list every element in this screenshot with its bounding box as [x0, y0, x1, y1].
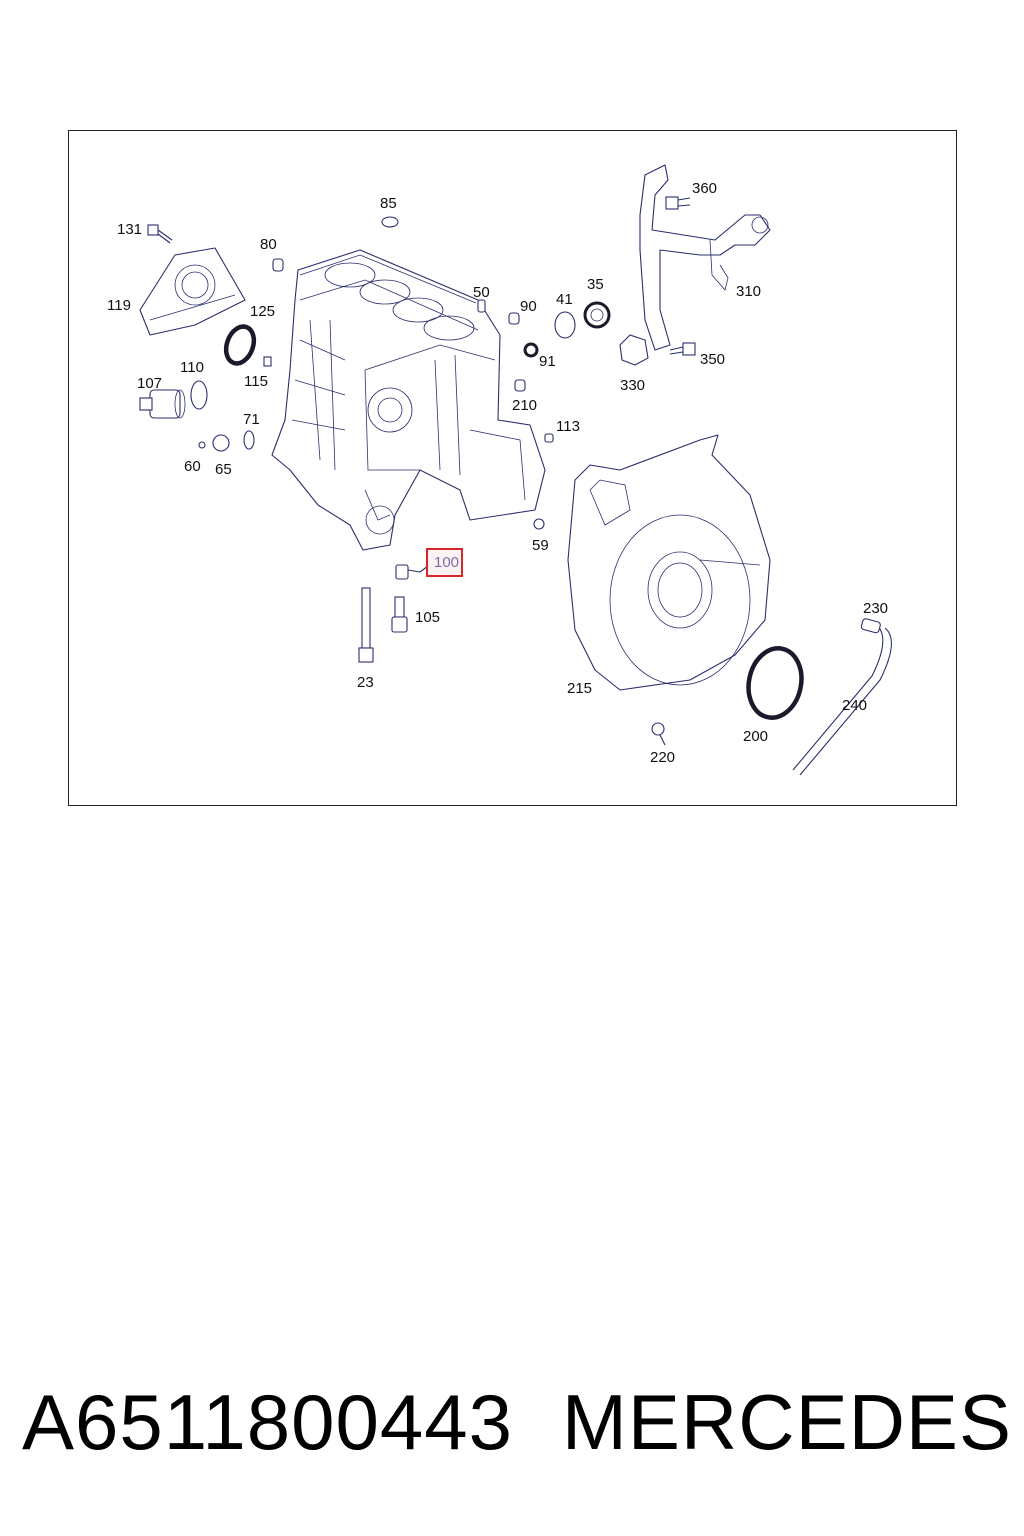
callout-label-85[interactable]: 85: [380, 195, 397, 212]
callout-label-50[interactable]: 50: [473, 284, 490, 301]
callout-label-107[interactable]: 107: [137, 375, 163, 392]
callout-label-41[interactable]: 41: [556, 291, 573, 308]
callout-label-91[interactable]: 91: [539, 353, 556, 370]
brand-name: MERCEDES: [561, 1377, 1012, 1466]
bolt-131-drawing: [147, 224, 173, 244]
plug-59-drawing: [533, 518, 545, 530]
seal-35-drawing: [583, 301, 611, 329]
callout-label-360[interactable]: 360: [692, 180, 718, 197]
callout-label-119[interactable]: 119: [107, 297, 131, 314]
flange-330-drawing: [619, 334, 649, 366]
ring-71-drawing: [243, 430, 255, 450]
callout-label-240[interactable]: 240: [842, 697, 868, 714]
sensor-100-drawing: [395, 564, 429, 580]
callout-label-65[interactable]: 65: [215, 461, 232, 478]
callout-label-330[interactable]: 330: [620, 377, 646, 394]
thermostat-107-drawing: [139, 389, 186, 419]
bolt-360-drawing: [665, 196, 691, 210]
callout-label-230[interactable]: 230: [863, 600, 889, 617]
pin-115-drawing: [263, 356, 272, 367]
seal-200-drawing: [746, 646, 804, 720]
seal-91-drawing: [523, 342, 539, 358]
parts-diagram-frame: [68, 130, 957, 806]
dowel-90-drawing: [508, 312, 520, 325]
plug-60-drawing: [198, 441, 206, 449]
callout-label-210[interactable]: 210: [512, 397, 538, 414]
coolant-pipe-310-drawing: [639, 164, 771, 351]
callout-label-113[interactable]: 113: [556, 418, 580, 435]
engine-block-drawing: [271, 249, 546, 551]
pin-113-drawing: [544, 433, 554, 443]
bolt-220-drawing: [651, 722, 666, 746]
cover-119-drawing: [139, 247, 246, 336]
callout-label-105[interactable]: 105: [415, 609, 441, 626]
plug-65-drawing: [212, 434, 230, 452]
caption-bar: A6511800443 MERCEDES: [22, 1372, 1012, 1472]
callout-label-200[interactable]: 200: [743, 728, 769, 745]
callout-label-23[interactable]: 23: [357, 674, 374, 691]
callout-label-115[interactable]: 115: [244, 373, 268, 390]
callout-label-110[interactable]: 110: [180, 359, 204, 376]
plug-105-drawing: [391, 596, 408, 633]
oring-41-drawing: [554, 311, 576, 339]
callout-label-215[interactable]: 215: [567, 680, 593, 697]
dowel-50-drawing: [477, 299, 486, 313]
callout-label-310[interactable]: 310: [736, 283, 762, 300]
hose-240-drawing: [792, 625, 892, 776]
callout-label-90[interactable]: 90: [520, 298, 537, 315]
exploded-parts-diagram: [139, 164, 892, 776]
bolt-350-drawing: [669, 342, 696, 356]
callout-label-71[interactable]: 71: [243, 411, 260, 428]
callout-label-80[interactable]: 80: [260, 236, 277, 253]
seal-125-drawing: [223, 324, 257, 366]
plug-80-drawing: [272, 258, 284, 272]
fitting-230-drawing: [860, 618, 881, 634]
housing-215-drawing: [567, 434, 771, 691]
plug-85-drawing: [381, 216, 399, 228]
callout-label-350[interactable]: 350: [700, 351, 726, 368]
callout-label-131[interactable]: 131: [117, 221, 143, 238]
part-number: A6511800443: [22, 1377, 514, 1466]
callout-label-100-highlighted[interactable]: 100: [426, 548, 464, 577]
callout-label-125[interactable]: 125: [250, 303, 276, 320]
dowel-210-drawing: [514, 379, 526, 392]
callout-label-60[interactable]: 60: [184, 458, 201, 475]
callout-label-59[interactable]: 59: [532, 537, 549, 554]
gasket-110-drawing: [190, 380, 208, 410]
callout-label-220[interactable]: 220: [650, 749, 676, 766]
bolt-23-drawing: [358, 587, 374, 663]
callout-label-35[interactable]: 35: [587, 276, 604, 293]
